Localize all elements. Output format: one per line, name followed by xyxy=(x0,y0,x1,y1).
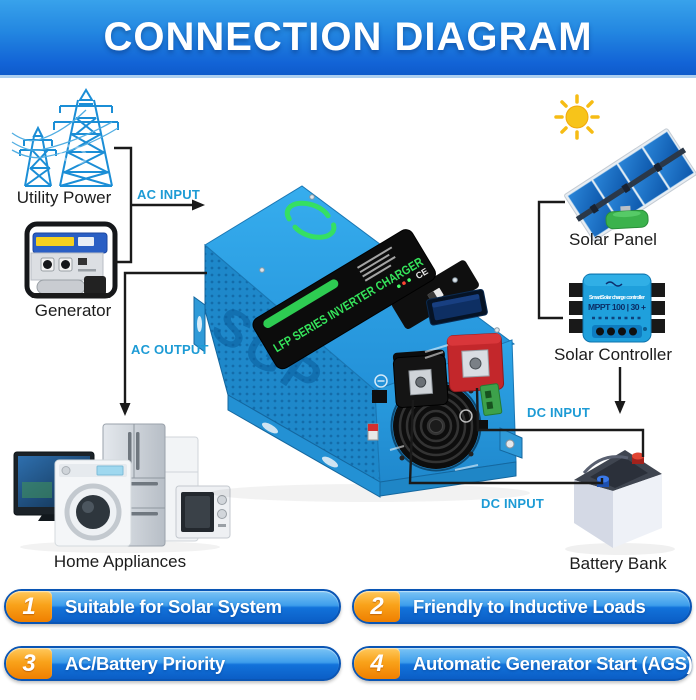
feature-label: Suitable for Solar System xyxy=(65,595,282,617)
transmission-tower-large-icon xyxy=(53,88,119,187)
arrowheads xyxy=(119,199,626,416)
controller-subtitle: SmartSolar charge controller xyxy=(589,295,645,301)
header-banner: CONNECTION DIAGRAM xyxy=(0,0,696,78)
inverter-top-logo xyxy=(59,144,337,240)
inverter-positive-terminal xyxy=(446,332,505,393)
utility-power-illustration xyxy=(11,88,119,187)
inverter-green-terminal xyxy=(479,383,503,416)
microwave-icon xyxy=(175,485,231,539)
inverter-negative-terminal xyxy=(392,349,449,408)
transmission-tower-small-icon xyxy=(19,125,57,187)
feature-number-badge: 4 xyxy=(354,648,400,679)
generator-label: Generator xyxy=(34,301,112,320)
solar-controller-illustration: SmartSolar charge controller MPPT 100 | … xyxy=(569,273,665,343)
ac-input-arrowhead xyxy=(192,199,205,211)
washing-machine-icon xyxy=(54,459,132,547)
controller-arrowhead xyxy=(614,401,626,414)
battery-positive-terminal xyxy=(632,452,644,464)
home-appliances-illustration xyxy=(13,423,231,553)
inverter-lcd-display xyxy=(426,288,488,326)
sun-icon xyxy=(554,94,600,140)
solar-controller-label: Solar Controller xyxy=(553,345,673,364)
feature-bar-2: 2 Friendly to Inductive Loads xyxy=(352,589,692,624)
solar-panel-label: Solar Panel xyxy=(569,230,657,249)
feature-label: AC/Battery Priority xyxy=(65,652,225,674)
feature-number-badge: 1 xyxy=(6,591,52,622)
ac-input-label: AC INPUT xyxy=(137,187,200,202)
dc-input-positive-label: DC INPUT xyxy=(527,405,590,420)
panel-base xyxy=(605,205,649,230)
feature-label: Friendly to Inductive Loads xyxy=(413,595,646,617)
controller-model: MPPT 100 | 30 + xyxy=(588,302,646,312)
power-wires xyxy=(11,109,119,159)
dc-negative-line xyxy=(408,399,604,485)
home-appliances-label: Home Appliances xyxy=(53,552,187,571)
solar-panel-illustration xyxy=(564,128,696,241)
ac-output-label: AC OUTPUT xyxy=(131,342,209,357)
feature-bar-3: 3 AC/Battery Priority xyxy=(4,646,341,681)
feature-label: Automatic Generator Start (AGS) xyxy=(413,652,693,674)
utility-power-label: Utility Power xyxy=(16,188,112,207)
battery-bank-illustration xyxy=(565,450,675,555)
ac-output-line xyxy=(123,271,207,404)
connection-lines xyxy=(114,146,645,485)
feature-bar-4: 4 Automatic Generator Start (AGS) xyxy=(352,646,693,681)
feature-number-badge: 3 xyxy=(6,648,52,679)
generator-illustration xyxy=(24,221,118,299)
inverter-illustration: SGP LFP SERIES INVERTER CHARGER xyxy=(59,144,530,502)
solar-panel-to-controller-line xyxy=(537,200,565,320)
feature-bar-1: 1 Suitable for Solar System xyxy=(4,589,341,624)
battery-bank-label: Battery Bank xyxy=(569,554,667,573)
dc-input-negative-label: DC INPUT xyxy=(481,496,544,511)
dc-positive-line xyxy=(475,387,645,457)
feature-number-badge: 2 xyxy=(354,591,400,622)
ac-output-arrowhead xyxy=(119,403,131,416)
page-title: CONNECTION DIAGRAM xyxy=(103,15,593,59)
